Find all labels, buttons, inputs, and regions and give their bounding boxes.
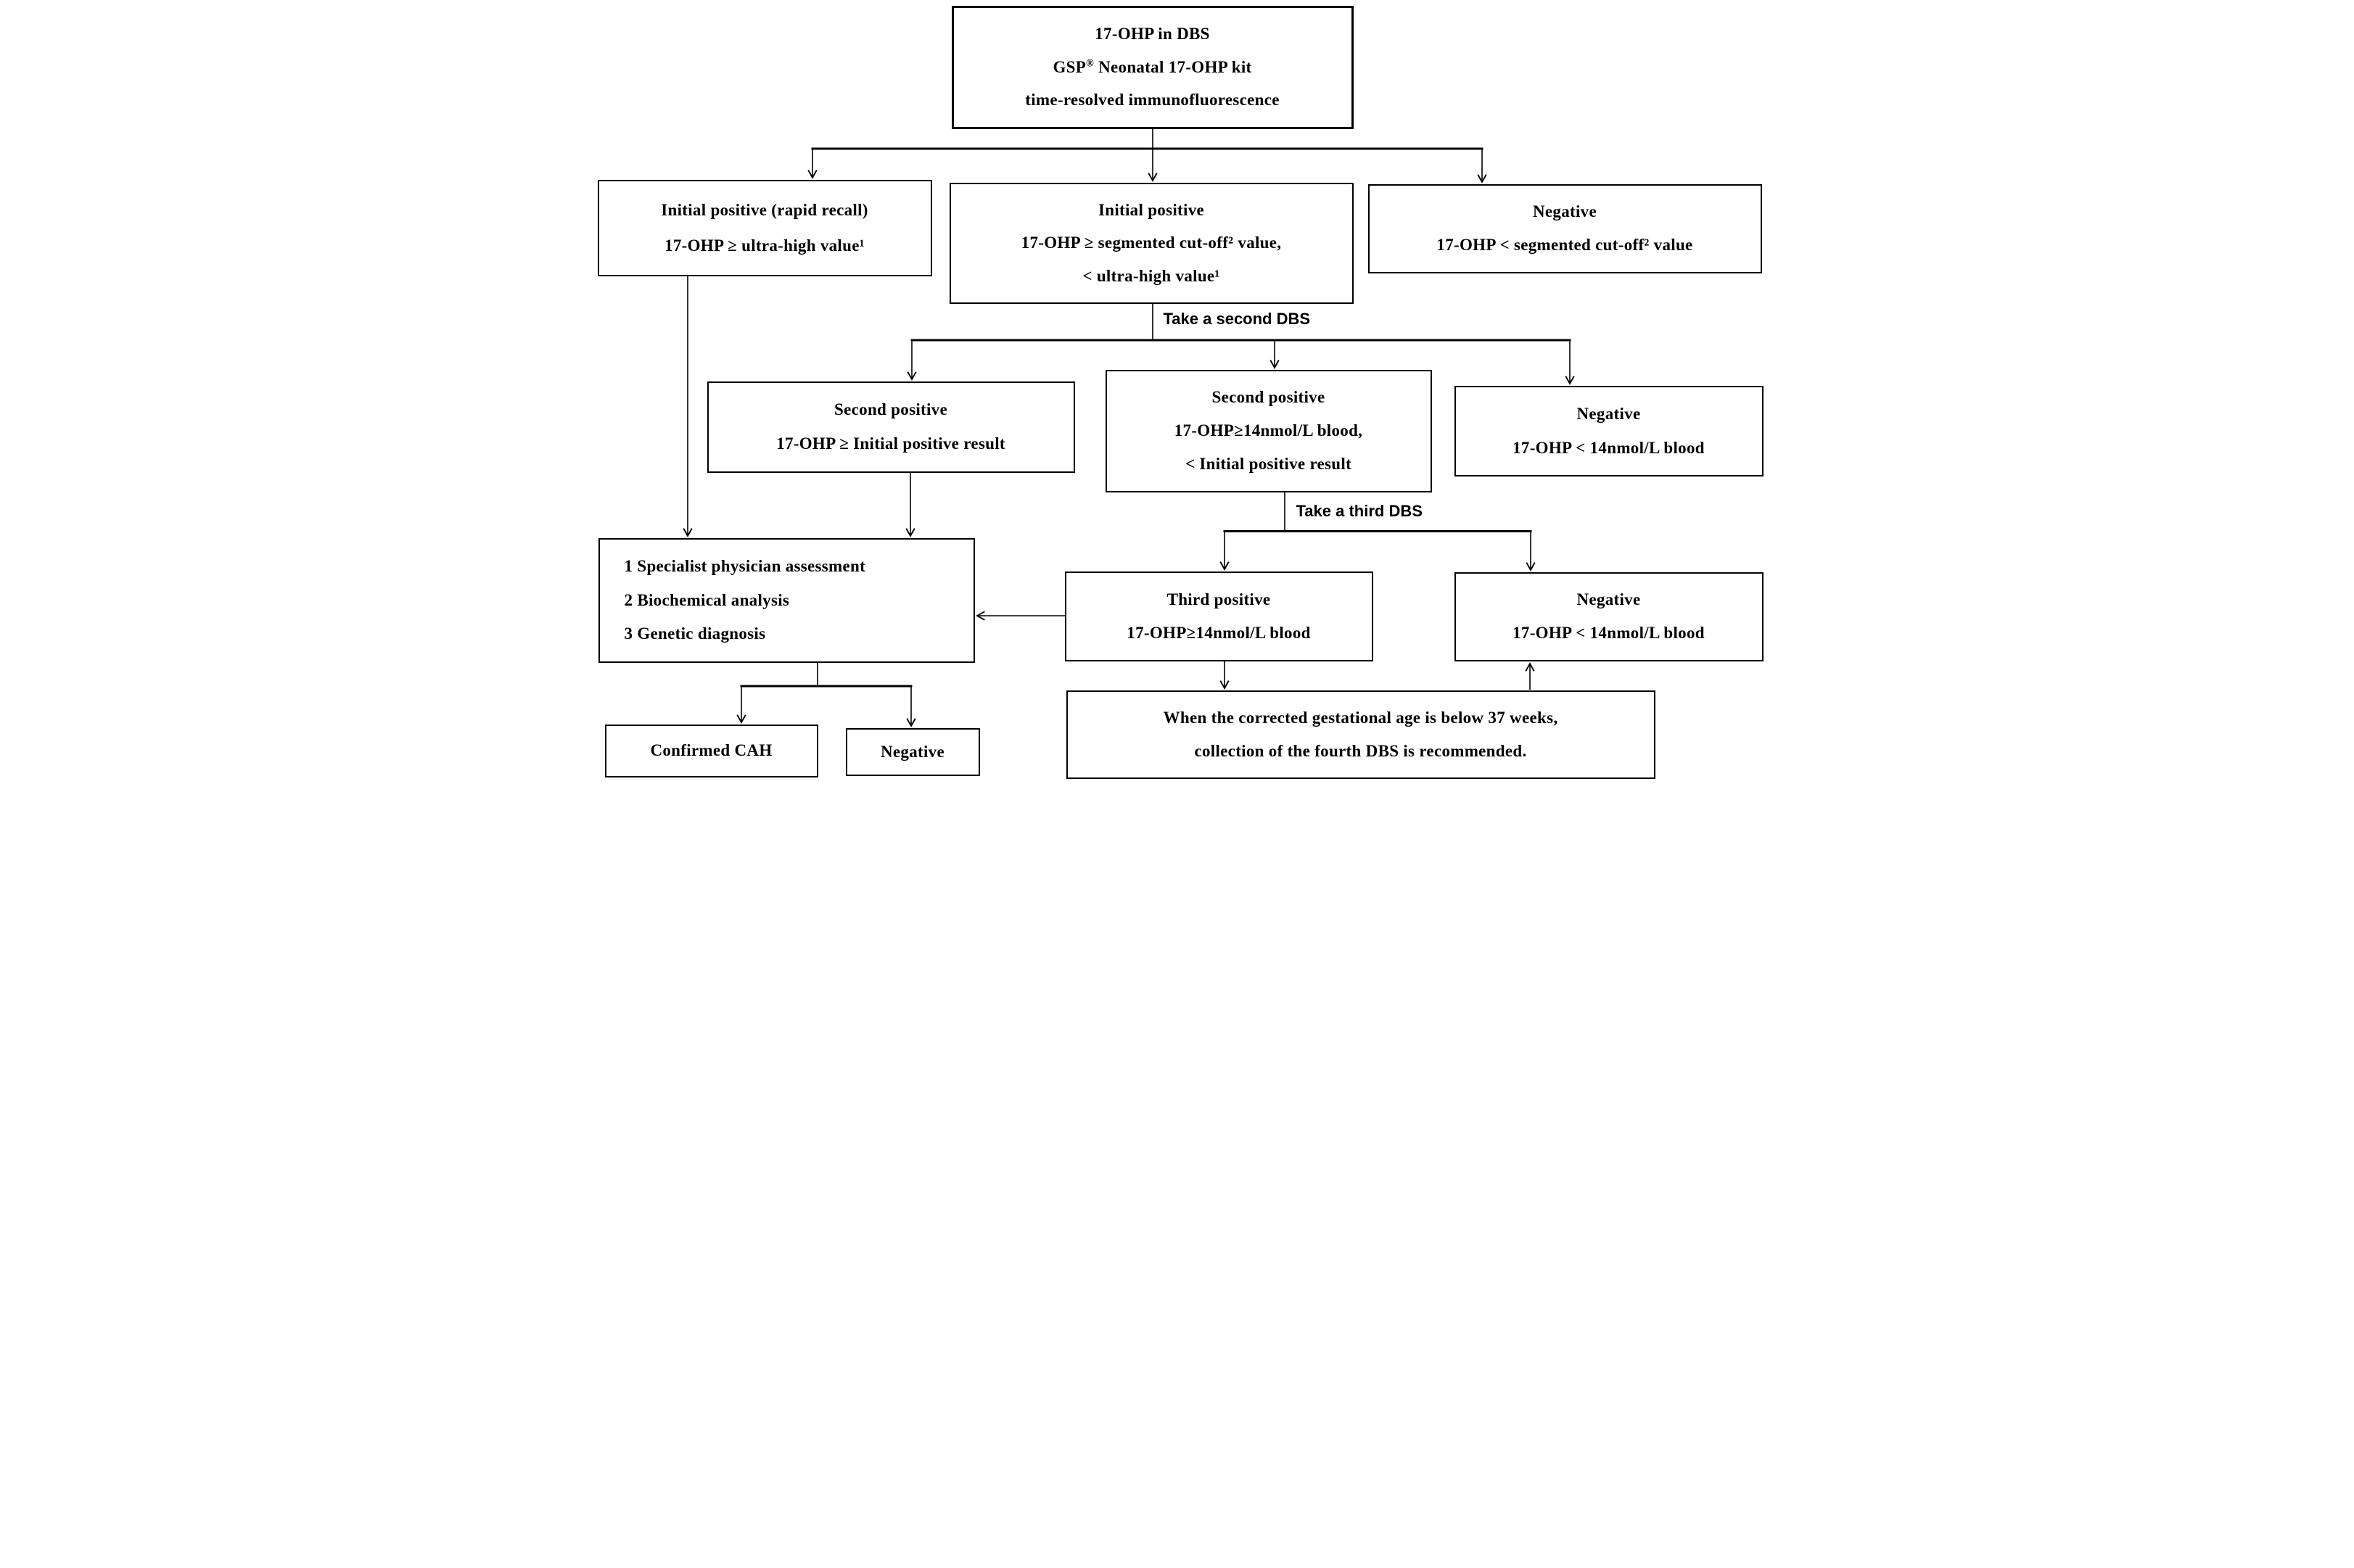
box-source-test: 17-OHP in DBS GSP® Neonatal 17-OHP kit t… [951, 6, 1354, 129]
negative-initial-line1: Negative [1533, 202, 1597, 221]
box-negative-initial: Negative 17-OHP < segmented cut-off² val… [1367, 184, 1762, 273]
fourth-dbs-note-line1: When the corrected gestational age is be… [1163, 709, 1558, 727]
box-negative-third: Negative 17-OHP < 14nmol/L blood [1454, 572, 1764, 661]
source-line2: GSP® Neonatal 17-OHP kit [1053, 58, 1251, 77]
third-positive-line2: 17-OHP≥14nmol/L blood [1127, 623, 1311, 642]
initial-positive-line1: Initial positive [1098, 200, 1204, 219]
flowchart-17ohp-screening: 17-OHP in DBS GSP® Neonatal 17-OHP kit t… [588, 0, 1766, 784]
box-initial-positive: Initial positive 17-OHP ≥ segmented cut-… [949, 183, 1354, 304]
source-line3: time-resolved immunofluorescence [1025, 91, 1280, 110]
third-positive-line1: Third positive [1166, 590, 1271, 608]
source-line2-post: Neonatal 17-OHP kit [1094, 57, 1252, 76]
assessment-line2: 2 Biochemical analysis [624, 590, 790, 609]
negative-final-line1: Negative [881, 742, 945, 761]
box-initial-positive-rapid-recall: Initial positive (rapid recall) 17-OHP ≥… [597, 180, 932, 276]
rapid-recall-line2: 17-OHP ≥ ultra-high value¹ [664, 236, 865, 255]
box-assessment: 1 Specialist physician assessment 2 Bioc… [598, 538, 975, 663]
box-negative-second: Negative 17-OHP < 14nmol/L blood [1454, 386, 1764, 476]
initial-positive-line3: < ultra-high value¹ [1082, 266, 1220, 285]
second-positive-low-line3: < Initial positive result [1185, 455, 1352, 474]
source-line1: 17-OHP in DBS [1095, 25, 1210, 44]
box-third-positive: Third positive 17-OHP≥14nmol/L blood [1064, 572, 1373, 661]
box-fourth-dbs-note: When the corrected gestational age is be… [1066, 690, 1655, 779]
box-second-positive-low: Second positive 17-OHP≥14nmol/L blood, <… [1105, 370, 1432, 492]
rapid-recall-line1: Initial positive (rapid recall) [661, 200, 868, 219]
negative-third-line1: Negative [1576, 590, 1641, 609]
negative-second-line2: 17-OHP < 14nmol/L blood [1513, 438, 1705, 457]
registered-trademark-sup: ® [1086, 57, 1095, 70]
box-confirmed-cah: Confirmed CAH [604, 725, 818, 777]
second-positive-low-line2: 17-OHP≥14nmol/L blood, [1174, 421, 1363, 440]
negative-initial-line2: 17-OHP < segmented cut-off² value [1436, 236, 1693, 255]
initial-positive-line2: 17-OHP ≥ segmented cut-off² value, [1021, 234, 1282, 252]
fourth-dbs-note-line2: collection of the fourth DBS is recommen… [1194, 741, 1527, 760]
negative-second-line1: Negative [1576, 405, 1641, 424]
source-line2-pre: GSP [1053, 57, 1087, 76]
assessment-line3: 3 Genetic diagnosis [624, 624, 766, 643]
second-positive-high-line2: 17-OHP ≥ Initial positive result [776, 434, 1005, 453]
confirmed-cah-line1: Confirmed CAH [650, 741, 773, 760]
second-positive-high-line1: Second positive [834, 400, 947, 419]
second-positive-low-line1: Second positive [1211, 388, 1325, 407]
label-take-second-dbs: Take a second DBS [1163, 310, 1311, 328]
box-negative-final: Negative [845, 728, 980, 776]
assessment-line1: 1 Specialist physician assessment [624, 557, 866, 576]
label-take-third-dbs: Take a third DBS [1296, 502, 1423, 520]
negative-third-line2: 17-OHP < 14nmol/L blood [1513, 624, 1705, 643]
box-second-positive-high: Second positive 17-OHP ≥ Initial positiv… [707, 381, 1075, 473]
